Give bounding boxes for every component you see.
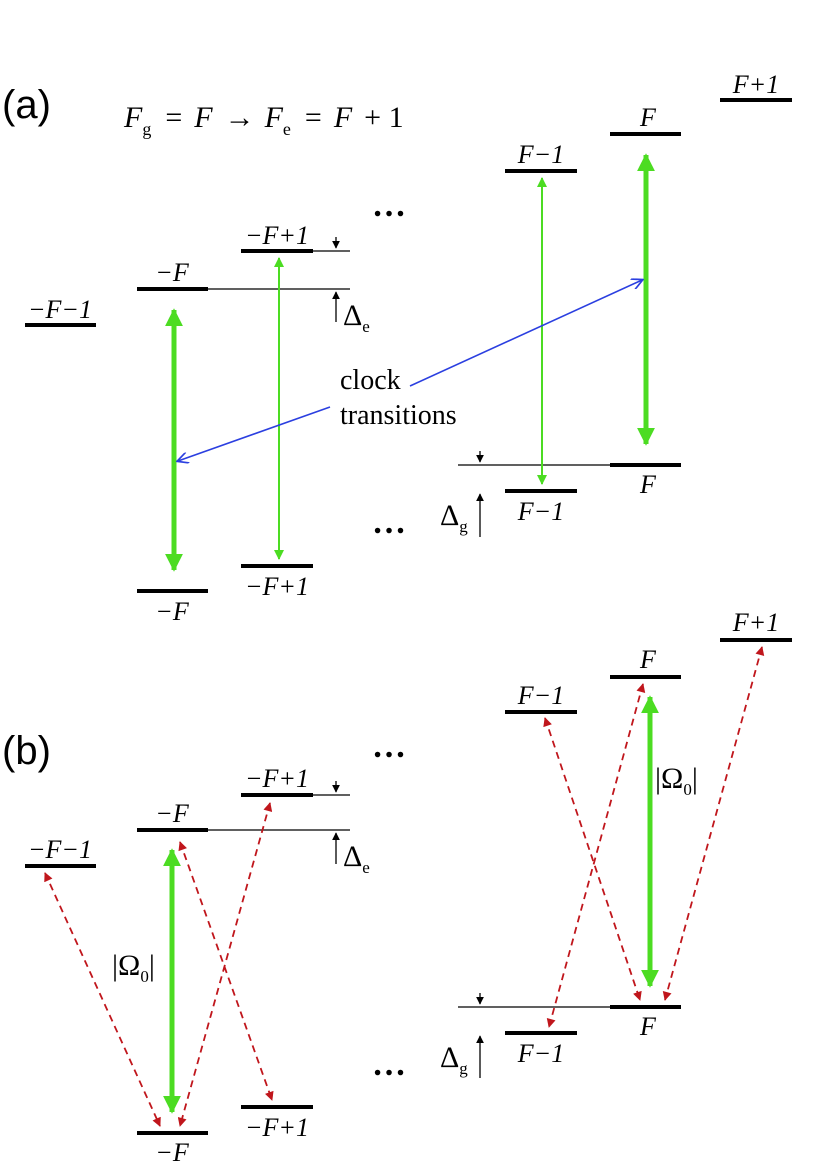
ground-label-minus-F-plus-1: −F+1 [245, 572, 309, 601]
coupling-F-minus-1-to-F [543, 717, 642, 1001]
b-excited-label-minus-F-minus-1: −F−1 [28, 835, 92, 864]
hyperfine-equation: Fg=F→Fe=F+ 1 [123, 101, 404, 139]
b-ground-label-minus-F-plus-1: −F+1 [245, 1113, 309, 1142]
rabi-label-right: |Ω0| [655, 762, 698, 799]
b-excited-label-F-minus-1: F−1 [517, 681, 564, 710]
b-excited-label-minus-F-plus-1: −F+1 [245, 764, 309, 793]
panel-b: (b) −F−1 −F −F+1 F−1 F F+1 −F −F+1 F−1 F… [2, 608, 792, 1167]
clock-label-line2: transitions [340, 400, 457, 431]
b-excited-label-F-plus-1: F+1 [732, 608, 779, 637]
excited-label-F: F [639, 103, 657, 132]
excited-label-F-plus-1: F+1 [732, 70, 779, 99]
ground-label-F: F [639, 470, 657, 499]
b-delta-g-label: Δg [440, 1041, 468, 1078]
rabi-label-left: |Ω0| [112, 949, 155, 986]
panel-a: (a) Fg=F→Fe=F+ 1 −F−1 −F −F+1 F−1 F F+1 … [2, 70, 792, 626]
coupling-F-plus-1-to-F [662, 646, 765, 1001]
clock-pointer-left [178, 406, 331, 461]
coupling-minus-F-to-minus-F-plus-1 [178, 841, 274, 1101]
delta-e-label: Δe [343, 299, 370, 336]
panel-a-label: (a) [2, 83, 51, 127]
ellipsis-ground: … [372, 504, 410, 541]
ground-label-minus-F: −F [155, 597, 190, 626]
b-ground-label-F: F [639, 1012, 657, 1041]
excited-label-minus-F-minus-1: −F−1 [28, 295, 92, 324]
b-excited-label-F: F [639, 645, 657, 674]
clock-label-line1: clock [340, 365, 401, 396]
b-ellipsis-excited: … [372, 728, 410, 765]
delta-g-label: Δg [440, 499, 468, 536]
excited-label-minus-F-plus-1: −F+1 [245, 221, 309, 250]
clock-pointer-right [409, 280, 642, 387]
ground-label-F-minus-1: F−1 [517, 497, 564, 526]
b-ground-label-F-minus-1: F−1 [517, 1039, 564, 1068]
coupling-F-to-F-minus-1 [546, 683, 646, 1028]
panel-b-label: (b) [2, 729, 51, 773]
coupling-minus-F-minus-1-to-minus-F [44, 872, 161, 1127]
b-ground-label-minus-F: −F [155, 1138, 190, 1167]
coupling-minus-F-plus-1-to-minus-F [177, 802, 273, 1127]
excited-label-F-minus-1: F−1 [517, 140, 564, 169]
b-delta-e-label: Δe [343, 840, 370, 877]
ellipsis-excited: … [372, 187, 410, 224]
excited-label-minus-F: −F [155, 258, 190, 287]
b-excited-label-minus-F: −F [155, 799, 190, 828]
b-ellipsis-ground: … [372, 1046, 410, 1083]
